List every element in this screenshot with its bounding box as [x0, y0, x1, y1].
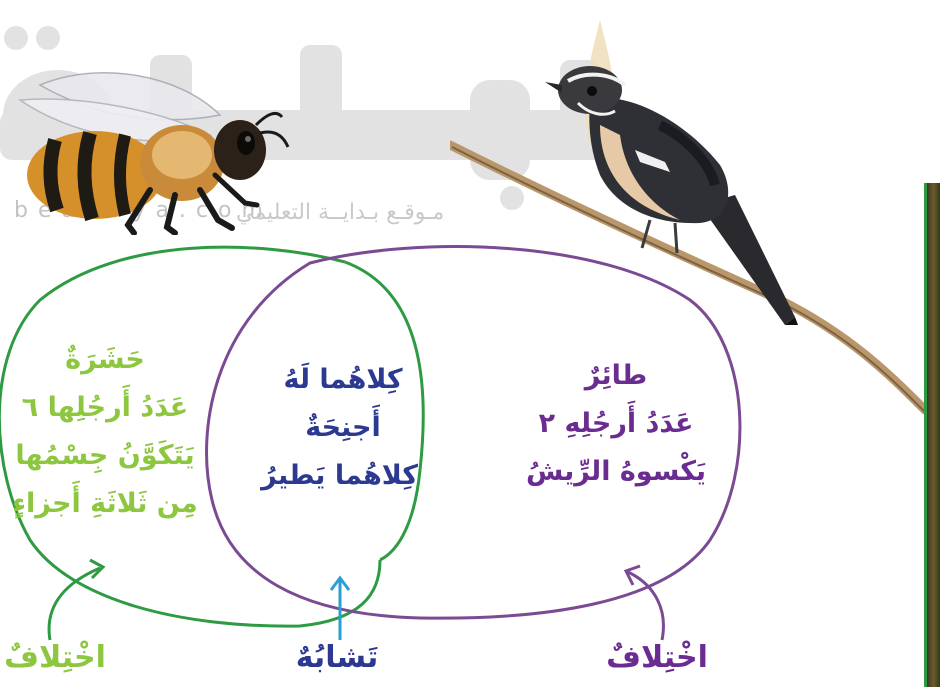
right-line-2: عَدَدُ أَرجُلِهِ ٢ — [516, 400, 716, 448]
similarity-label: تَشابُهٌ — [272, 640, 402, 675]
bee-differences-text: حَشَرَةٌ عَدَدُ أَرجُلِها ٦ يَتَكَوَّنُ … — [0, 336, 210, 528]
left-line-2: عَدَدُ أَرجُلِها ٦ — [0, 384, 210, 432]
left-line-3: يَتَكَوَّنُ جِسْمُها — [0, 432, 210, 480]
middle-line-3: كِلاهُما يَطيرُ — [268, 452, 418, 500]
similarities-text: كِلاهُما لَهُ أَجنِحَةٌ كِلاهُما يَطيرُ — [268, 356, 418, 500]
bird-differences-text: طائِرٌ عَدَدُ أَرجُلِهِ ٢ يَكْسوهُ الرِّ… — [516, 352, 716, 496]
left-arrow — [49, 568, 100, 640]
right-line-3: يَكْسوهُ الرِّيشُ — [516, 448, 716, 496]
right-line-1: طائِرٌ — [516, 352, 716, 400]
middle-line-1: كِلاهُما لَهُ — [268, 356, 418, 404]
left-line-1: حَشَرَةٌ — [0, 336, 210, 384]
middle-line-2: أَجنِحَةٌ — [268, 404, 418, 452]
left-line-4: مِن ثَلاثَةِ أَجزاءٍ — [0, 480, 210, 528]
difference-label-left: اخْتِلافٌ — [0, 640, 110, 675]
difference-label-right: اخْتِلافٌ — [592, 640, 722, 675]
